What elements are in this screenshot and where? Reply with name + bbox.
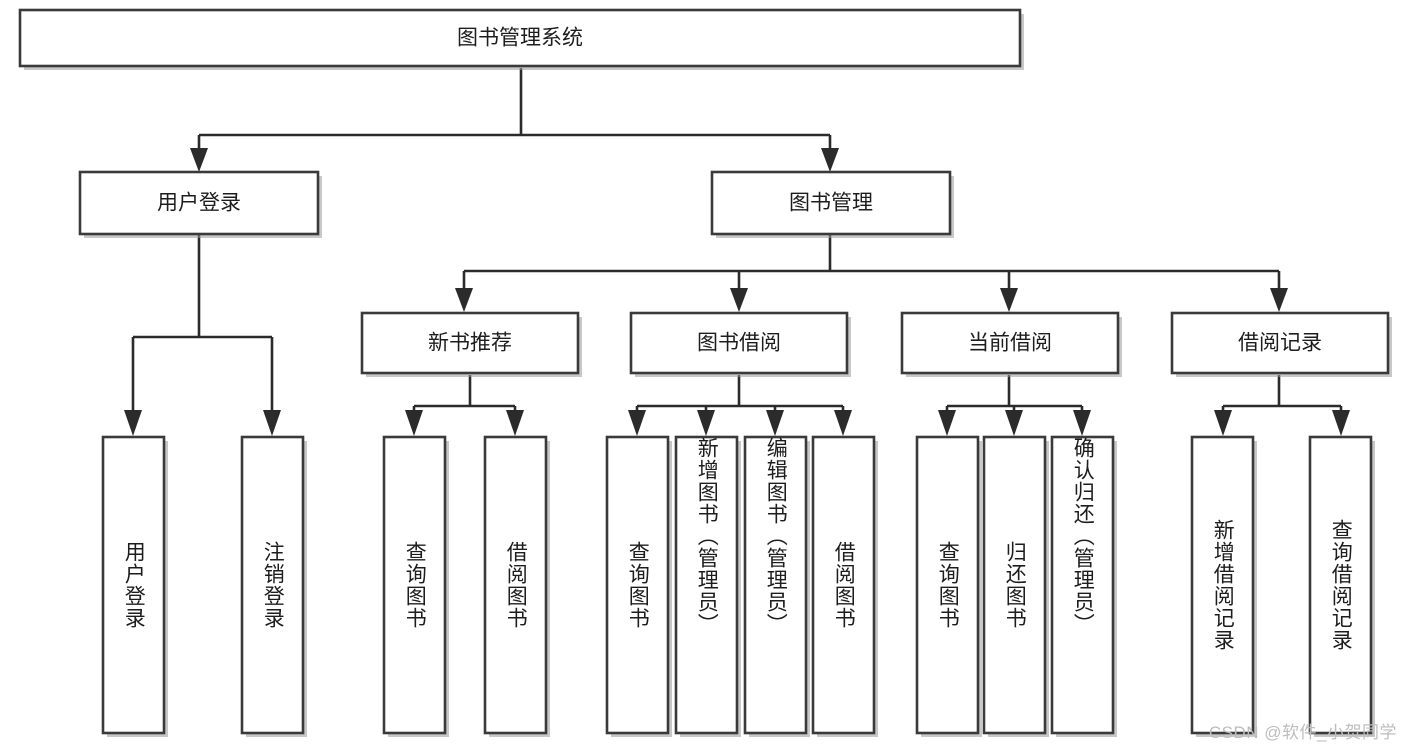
node-new-book-label: 新书推荐 — [428, 332, 512, 355]
arrow-book-to-borrow — [730, 288, 748, 312]
node-borrow-record-label: 借阅记录 — [1238, 332, 1322, 355]
leaf-book-borrow-4[interactable] — [811, 435, 878, 737]
node-new-book-box[interactable] — [360, 311, 580, 375]
node-book-borrow-label: 图书借阅 — [697, 332, 781, 355]
leaf-borrow-record-2[interactable] — [1308, 435, 1375, 737]
node-book-manage-box[interactable] — [710, 170, 952, 236]
leaf-user-login-2[interactable] — [240, 435, 307, 737]
node-new-book[interactable]: 新书推荐 — [360, 311, 582, 377]
csdn-watermark: CSDN @软件_小贺同学 — [1208, 723, 1397, 742]
leaf-current-borrow-1-box[interactable] — [915, 435, 980, 735]
node-book-manage[interactable]: 图书管理 — [710, 170, 954, 238]
edges-group — [124, 68, 1350, 436]
arrow-record-leaf1 — [1214, 410, 1232, 436]
node-user-login-label: 用户登录 — [157, 192, 241, 215]
node-book-borrow[interactable]: 图书借阅 — [629, 311, 851, 377]
leaf-borrow-record-1-box[interactable] — [1190, 435, 1255, 735]
leaf-new-book-1-box[interactable] — [382, 435, 447, 735]
node-book-manage-label: 图书管理 — [789, 192, 873, 215]
leaf-current-borrow-2[interactable] — [982, 435, 1049, 737]
arrow-root-to-book — [821, 148, 839, 172]
leaf-book-borrow-1-box[interactable] — [605, 435, 670, 735]
node-book-borrow-box[interactable] — [629, 311, 849, 375]
arrow-current-leaf3 — [1073, 410, 1091, 436]
node-current-borrow[interactable]: 当前借阅 — [900, 311, 1122, 377]
arrow-borrow-leaf4 — [834, 410, 852, 436]
arrow-borrow-leaf1 — [628, 410, 646, 436]
leaf-book-borrow-2[interactable] — [674, 435, 741, 737]
arrow-current-leaf1 — [938, 410, 956, 436]
leaf-current-borrow-2-box[interactable] — [982, 435, 1047, 735]
node-borrow-record[interactable]: 借阅记录 — [1170, 311, 1392, 377]
node-root[interactable]: 图书管理系统 — [18, 8, 1024, 70]
leaf-book-borrow-3[interactable] — [743, 435, 810, 737]
node-current-borrow-box[interactable] — [900, 311, 1120, 375]
node-root-box[interactable] — [18, 8, 1022, 68]
node-current-borrow-label: 当前借阅 — [968, 332, 1052, 355]
arrow-user-leaf1 — [124, 410, 142, 436]
arrow-book-to-current — [1000, 288, 1018, 312]
nodes-group: 图书管理系统 用户登录 图书管理 新书推荐 图书 — [18, 8, 1392, 737]
leaf-book-borrow-2-box[interactable] — [674, 435, 739, 735]
arrow-book-to-new — [455, 288, 473, 312]
arrow-borrow-leaf3 — [766, 410, 784, 436]
leaf-book-borrow-3-box[interactable] — [743, 435, 808, 735]
leaf-current-borrow-3[interactable] — [1050, 435, 1117, 737]
leaf-user-login-1-box[interactable] — [101, 435, 166, 735]
node-root-label: 图书管理系统 — [457, 27, 583, 50]
arrow-record-leaf2 — [1332, 410, 1350, 436]
arrow-user-leaf2 — [263, 410, 281, 436]
leaf-book-borrow-1[interactable] — [605, 435, 672, 737]
leaf-current-borrow-1[interactable] — [915, 435, 982, 737]
leaf-user-login-1[interactable] — [101, 435, 168, 737]
leaf-user-login-2-box[interactable] — [240, 435, 305, 735]
arrow-new-leaf2 — [506, 410, 524, 436]
leaf-new-book-1[interactable] — [382, 435, 449, 737]
arrow-current-leaf2 — [1005, 410, 1023, 436]
arrow-new-leaf1 — [405, 410, 423, 436]
leaf-borrow-record-1[interactable] — [1190, 435, 1257, 737]
leaf-book-borrow-4-box[interactable] — [811, 435, 876, 735]
node-user-login[interactable]: 用户登录 — [78, 170, 322, 238]
leaf-new-book-2-box[interactable] — [483, 435, 548, 735]
node-user-login-box[interactable] — [78, 170, 320, 236]
arrow-root-to-user — [190, 148, 208, 172]
arrow-book-to-record — [1270, 288, 1288, 312]
leaf-new-book-2[interactable] — [483, 435, 550, 737]
arrow-borrow-leaf2 — [697, 410, 715, 436]
node-borrow-record-box[interactable] — [1170, 311, 1390, 375]
leaf-borrow-record-2-box[interactable] — [1308, 435, 1373, 735]
leaf-current-borrow-3-box[interactable] — [1050, 435, 1115, 735]
